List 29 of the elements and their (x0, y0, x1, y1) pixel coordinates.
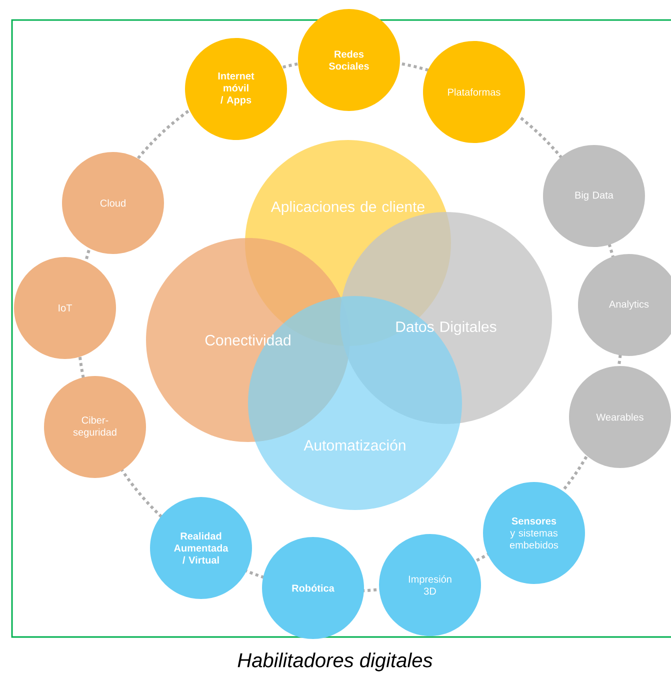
bubble-label: Impresión 3D (408, 575, 452, 595)
bubble-label: Internet móvil / Apps (218, 72, 254, 106)
bubble-label: Automatización (304, 439, 406, 451)
bubble (483, 482, 585, 584)
bubble (14, 257, 116, 359)
bubble-label: Big Data (575, 191, 614, 201)
bubble-label: Realidad Aumentada / Virtual (174, 532, 228, 564)
bubble-label: Robótica (292, 584, 334, 592)
bubble (262, 537, 364, 639)
bubble (150, 497, 252, 599)
caption: Habilitadores digitales (238, 652, 432, 672)
bubble (578, 254, 671, 356)
bubble-label: Aplicaciones de cliente (270, 201, 424, 215)
bubble (569, 366, 671, 468)
bubble-label: Analytics (609, 300, 649, 310)
bubble (44, 376, 146, 478)
bubble (423, 41, 525, 143)
bubble (298, 9, 400, 111)
bubble-label: Wearables (596, 413, 644, 421)
bubble (62, 152, 164, 254)
bubble (379, 534, 481, 636)
bubble (543, 145, 645, 247)
bubble-label: Redes Sociales (329, 50, 369, 70)
bubble-label: Sensores y sistemas embebidos (510, 517, 558, 549)
bubble-label: IoT (58, 304, 72, 312)
bubble-label: Plataformas (448, 88, 500, 96)
bubble (185, 38, 287, 140)
bubble-label: Ciber-seguridad (73, 416, 116, 438)
bubble-label: Cloud (100, 199, 126, 207)
